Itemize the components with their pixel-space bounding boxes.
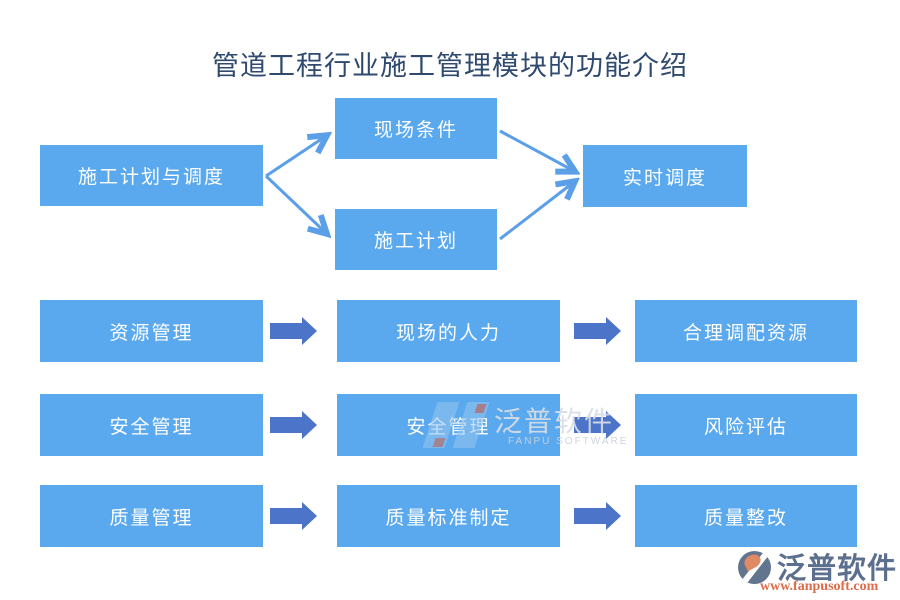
block-arrow-icon bbox=[574, 317, 621, 345]
node-realtime-dispatch: 实时调度 bbox=[583, 145, 747, 207]
arrow-branch2-to-result bbox=[499, 182, 574, 241]
node-safety-management-middle: 安全管理 bbox=[337, 394, 560, 456]
page-title: 管道工程行业施工管理模块的功能介绍 bbox=[212, 51, 688, 81]
block-arrow-icon bbox=[270, 411, 317, 439]
node-quality-rectification: 质量整改 bbox=[635, 485, 857, 547]
node-safety-management: 安全管理 bbox=[40, 394, 263, 456]
block-arrow-icon bbox=[574, 411, 621, 439]
block-arrow-icon bbox=[270, 317, 317, 345]
node-risk-assessment: 风险评估 bbox=[635, 394, 857, 456]
arrow-root-to-branch2 bbox=[264, 174, 326, 233]
node-quality-management: 质量管理 bbox=[40, 485, 263, 547]
node-onsite-manpower: 现场的人力 bbox=[337, 300, 560, 362]
brand-url: www.fanpusoft.com bbox=[760, 579, 879, 594]
node-rational-resource-allocation: 合理调配资源 bbox=[635, 300, 857, 362]
node-construction-plan: 施工计划 bbox=[335, 209, 497, 270]
node-construction-planning-dispatch: 施工计划与调度 bbox=[40, 145, 263, 206]
fanpu-logo-icon bbox=[738, 551, 771, 584]
node-resource-management: 资源管理 bbox=[40, 300, 263, 362]
node-quality-standard-setting: 质量标准制定 bbox=[337, 485, 560, 547]
arrow-root-to-branch1 bbox=[265, 136, 326, 178]
arrow-branch1-to-result bbox=[499, 129, 574, 171]
block-arrow-icon bbox=[270, 502, 317, 530]
brand-name: 泛普软件 bbox=[777, 553, 898, 585]
node-site-conditions: 现场条件 bbox=[335, 98, 497, 159]
block-arrow-icon bbox=[574, 502, 621, 530]
brand-logo: 泛普软件 www.fanpusoft.com bbox=[733, 547, 898, 599]
